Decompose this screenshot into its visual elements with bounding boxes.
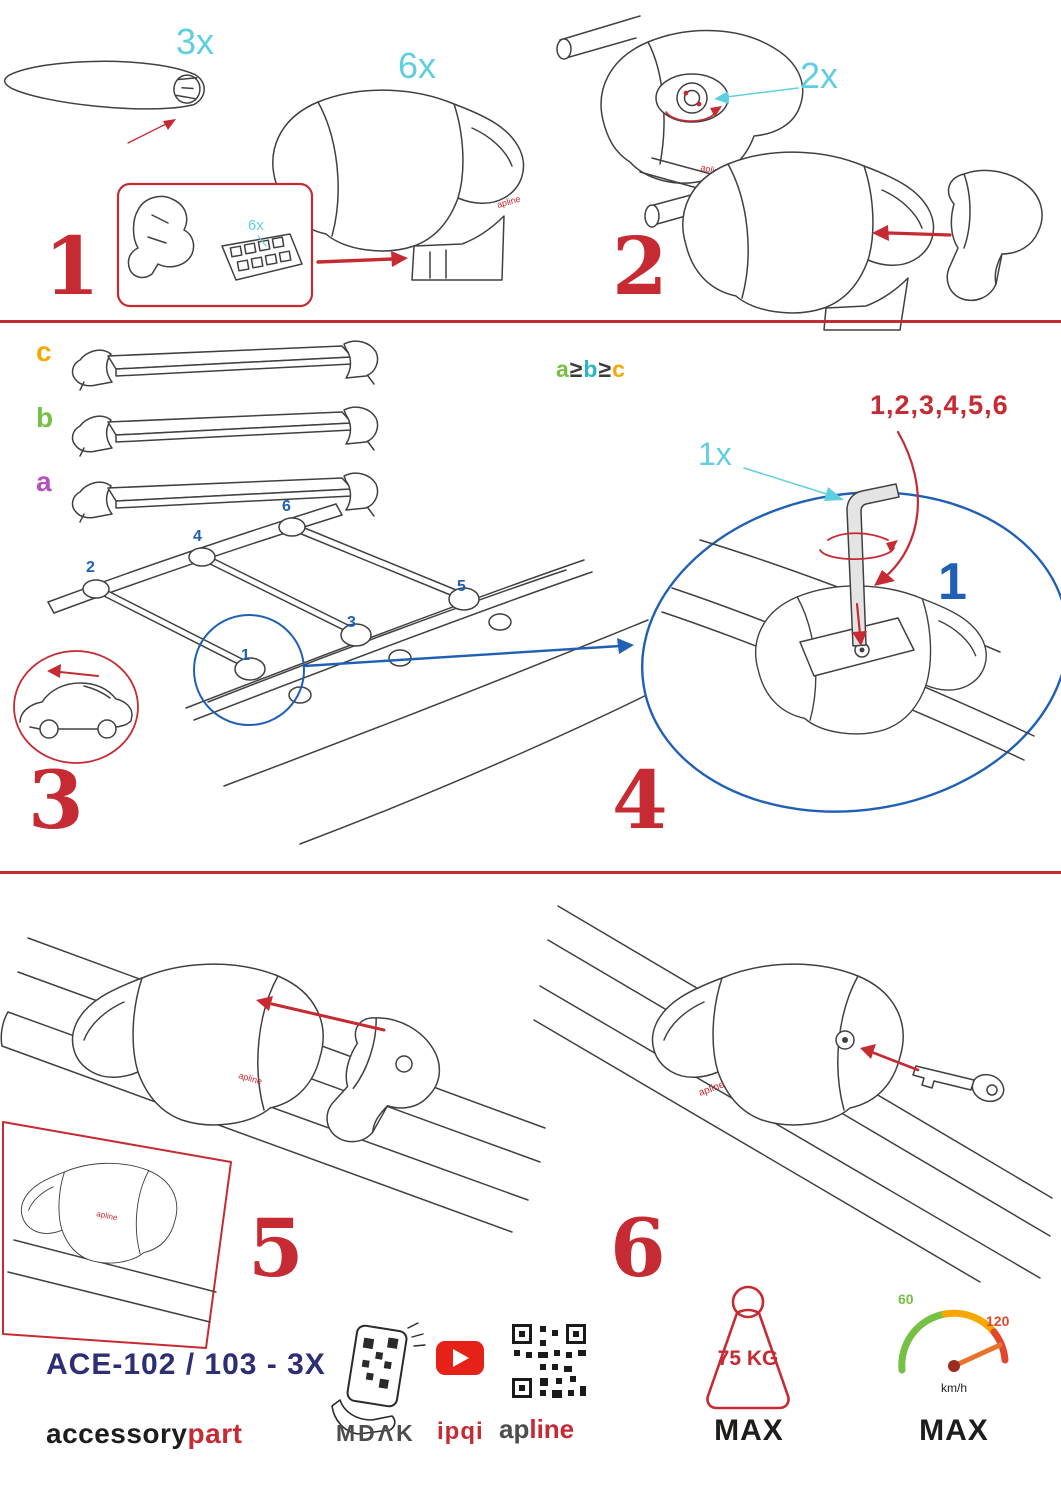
section-divider-1 xyxy=(0,320,1061,323)
allen-key-drawing xyxy=(846,483,900,647)
step4-art xyxy=(640,430,1061,813)
foot-top-view-drawing xyxy=(600,29,804,201)
speedometer-icon xyxy=(898,1309,1009,1374)
crossbar-drawing xyxy=(3,60,205,110)
brand-mark-step5-inset: apline xyxy=(96,1209,119,1222)
footer-icons xyxy=(331,1285,1009,1435)
foot-drawing-step1 xyxy=(272,89,525,281)
foot-drawing-step5 xyxy=(71,963,324,1126)
bar-a-drawing xyxy=(71,472,379,523)
section-divider-2 xyxy=(0,871,1061,874)
roof-drawing xyxy=(47,503,689,845)
step2-art: apline xyxy=(556,15,1043,331)
end-cap-drawing xyxy=(946,169,1043,302)
car-direction-inset xyxy=(13,650,139,764)
key-drawing xyxy=(912,1065,1005,1103)
youtube-icon xyxy=(436,1341,484,1375)
step1-inset-art xyxy=(116,182,314,308)
step5-inset-art: apline xyxy=(2,1121,232,1349)
bar-c-drawing xyxy=(71,340,379,391)
step3-art xyxy=(13,340,689,845)
step5-art: apline xyxy=(0,937,546,1233)
foot-drawing-step2 xyxy=(682,151,935,331)
foot-drawing-step6 xyxy=(651,963,904,1126)
bar-b-drawing xyxy=(71,406,379,457)
qr-code-icon xyxy=(512,1324,586,1398)
step1-art: apline xyxy=(3,60,525,308)
step6-art: apline xyxy=(533,905,1053,1283)
brand-mark-step6: apline xyxy=(697,1079,726,1099)
phone-qr-icon xyxy=(331,1322,426,1435)
cover-cap-drawing xyxy=(320,1008,453,1163)
weight-icon xyxy=(706,1285,790,1410)
